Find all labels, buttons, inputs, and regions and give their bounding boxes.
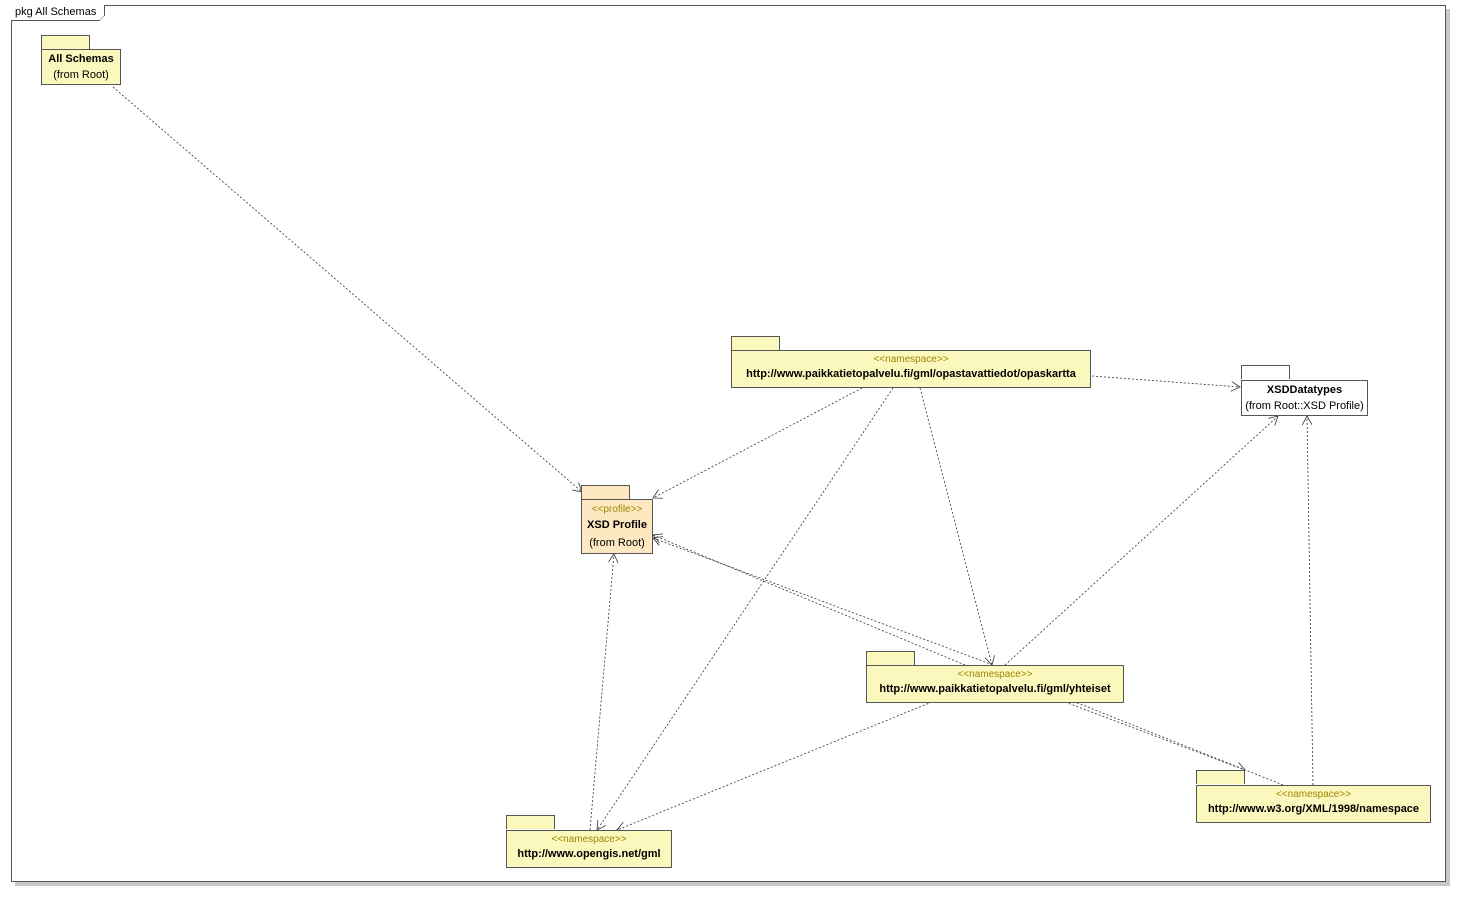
- dep-w3-yhteiset: [1050, 692, 1284, 786]
- package-from: (from Root): [53, 69, 109, 81]
- package-tab: [581, 485, 630, 499]
- package-tab: [506, 815, 555, 829]
- package-name: XSDDatatypes: [1266, 384, 1343, 396]
- dep-yhteiset-w3: [1064, 701, 1245, 770]
- package-name: All Schemas: [48, 53, 114, 65]
- package-stereotype: <<namespace>>: [957, 669, 1033, 680]
- package-stereotype: <<namespace>>: [873, 354, 949, 365]
- dep-gml-profile: [589, 554, 614, 831]
- dep-w3-datatypes: [1307, 416, 1314, 786]
- diagram-frame: [11, 5, 1446, 882]
- dep-allschemas-profile: [112, 86, 582, 492]
- dep-opaskartta-profile: [653, 387, 863, 498]
- package-stereotype: <<namespace>>: [1275, 789, 1352, 800]
- package-tab: [1241, 365, 1290, 379]
- package-name: http://www.opengis.net/gml: [517, 848, 661, 860]
- package-tab: [41, 35, 90, 49]
- dep-yhteiset-gml: [617, 701, 933, 830]
- dep-opaskartta-datatypes: [1091, 375, 1240, 387]
- package-name: http://www.paikkatietopalvelu.fi/gml/yht…: [879, 683, 1111, 695]
- package-tab: [866, 651, 915, 665]
- dep-yhteiset-profile: [653, 535, 966, 666]
- package-stereotype: <<profile>>: [591, 504, 643, 515]
- package-name: http://www.w3.org/XML/1998/namespace: [1207, 803, 1420, 815]
- package-from: (from Root::XSD Profile): [1245, 400, 1364, 412]
- dep-opaskartta-yhteiset: [919, 387, 992, 665]
- dep-yhteiset-profile-2: [653, 538, 1061, 691]
- frame-label: pkg All Schemas: [11, 5, 106, 21]
- package-from: (from Root): [589, 537, 645, 549]
- package-tab: [1196, 770, 1245, 784]
- package-name: XSD Profile: [587, 519, 647, 531]
- dep-yhteiset-datatypes: [1004, 416, 1278, 666]
- package-stereotype: <<namespace>>: [551, 834, 627, 845]
- dep-opaskartta-gml: [597, 387, 894, 830]
- package-name: http://www.paikkatietopalvelu.fi/gml/opa…: [746, 368, 1076, 380]
- package-tab: [731, 336, 780, 350]
